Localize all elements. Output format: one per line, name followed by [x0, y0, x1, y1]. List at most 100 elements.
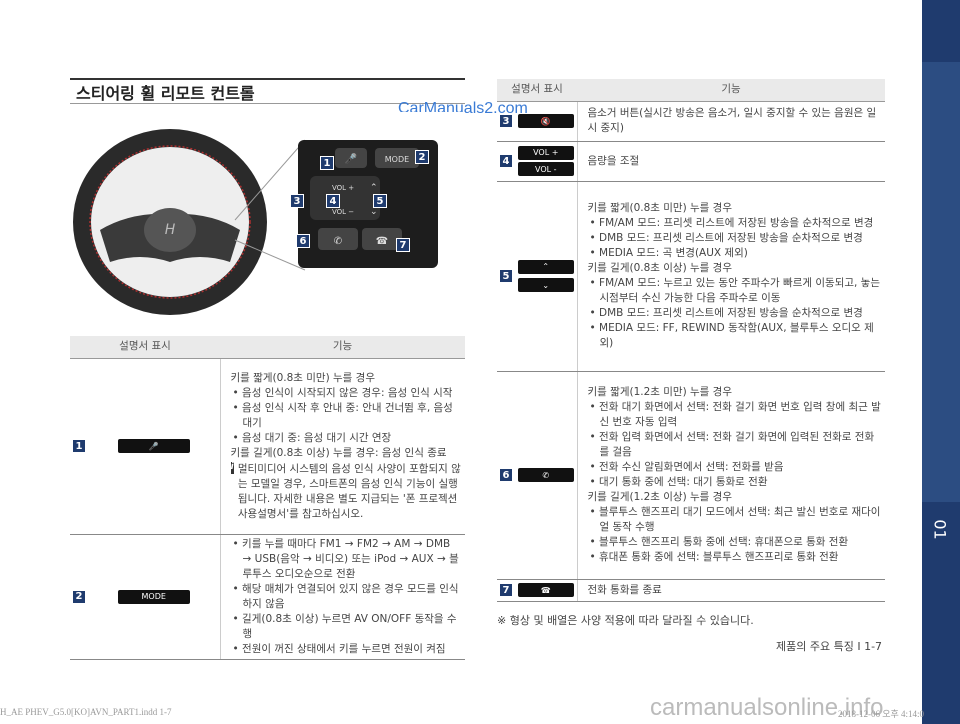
info-icon: i [230, 461, 234, 474]
row-key-cell: ⌃ ⌄ [515, 181, 578, 372]
desc-line: • 전원이 꺼진 상태에서 키를 누르면 전원이 켜짐 [232, 642, 446, 655]
print-file-info: H_AE PHEV_G5.0[KO]AVN_PART1.indd 1-7 [0, 707, 172, 717]
table-row: 7 ☎ 전화 통화를 종료 [497, 579, 885, 602]
side-tab-highlight [922, 62, 960, 502]
steering-wheel-illustration: H 🎤 MODE VOL + VOL − ⌃ ⌄ ✆ ☎ [73, 129, 438, 315]
header-col-function: 기능 [220, 336, 465, 359]
mode-key-label: MODE [117, 589, 190, 604]
callout-line-bottom [234, 239, 306, 271]
callout-5: 5 [373, 194, 387, 208]
row-description: 키를 짧게(0.8초 미만) 누를 경우 • FM/AM 모드: 프리셋 리스트… [577, 181, 885, 372]
row-key-cell: ✆ [515, 371, 578, 580]
desc-line: 키를 짧게(0.8초 미만) 누를 경우 [587, 202, 733, 214]
row-index-cell: 7 [497, 579, 515, 602]
row-number-badge: 5 [499, 269, 513, 283]
row-number-badge: 4 [499, 154, 513, 168]
vol-up-key-label: VOL + [517, 145, 574, 160]
callout-line-top [234, 139, 306, 221]
row-description: 전화 통화를 종료 [577, 579, 885, 602]
row-key-cell: ☎ [515, 579, 578, 602]
table-header-row: 설명서 표시 기능 [497, 79, 885, 102]
end-call-button-shape [362, 228, 402, 250]
row-index-cell: 6 [497, 371, 515, 580]
watermark-bottom: carmanualsonline.info [650, 694, 884, 721]
desc-line: • 전화 입력 화면에서 선택: 전화 걸기 화면에 입력된 전화로 전화를 걸… [589, 431, 875, 458]
svg-text:✆: ✆ [334, 236, 342, 247]
svg-text:⌄: ⌄ [370, 207, 378, 217]
desc-line: • 해당 매체가 연결되어 있지 않은 경우 모드를 인식하지 않음 [232, 582, 459, 610]
right-spec-table: 설명서 표시 기능 3 🔇 음소거 버튼(실시간 방송은 음소거, 일시 중지할… [497, 79, 885, 602]
row-description: • 키를 누를 때마다 FM1 → FM2 → AM → DMB → USB(음… [220, 534, 465, 660]
desc-line: 음소거 버튼(실시간 방송은 음소거, 일시 중지할 수 있는 음원은 일시 중… [587, 107, 877, 134]
row-number-badge: 7 [499, 583, 513, 597]
section-title-bar: 스티어링 휠 리모트 컨트롤 [70, 78, 465, 104]
desc-line: • MEDIA 모드: FF, REWIND 동작함(AUX, 블루투스 오디오… [589, 322, 874, 349]
chapter-number: 01 [930, 519, 950, 540]
row-index-cell: 2 [70, 534, 88, 660]
desc-line: • 길게(0.8초 이상) 누르면 AV ON/OFF 동작을 수행 [232, 612, 457, 640]
desc-line: 키를 길게(0.8초 이상) 누를 경우: 음성 인식 종료 [230, 446, 447, 459]
seek-up-key-icon: ⌃ [517, 259, 574, 274]
table-header-row: 설명서 표시 기능 [70, 336, 465, 359]
table-row: 6 ✆ 키를 짧게(1.2초 미만) 누를 경우 • 전화 대기 화면에서 선택… [497, 371, 885, 580]
row-index-cell: 3 [497, 101, 515, 142]
voice-key-icon: 🎤 [117, 439, 190, 453]
svg-text:H: H [165, 222, 176, 238]
steering-wheel-photo: H 🎤 MODE VOL + VOL − ⌃ ⌄ ✆ ☎ 1 2 3 4 5 6… [70, 112, 465, 334]
row-key-cell: 🔇 [515, 101, 578, 142]
desc-line: • DMB 모드: 프리셋 리스트에 저장된 방송을 순차적으로 변경 [589, 307, 863, 319]
header-col-label: 설명서 표시 [497, 79, 577, 102]
callout-6: 6 [296, 234, 310, 248]
row-description: 키를 짧게(0.8초 미만) 누를 경우 • 음성 인식이 시작되지 않은 경우… [220, 358, 465, 535]
mode-button-text: MODE [385, 155, 409, 164]
desc-line: • 키를 누를 때마다 FM1 → FM2 → AM → DMB → USB(음… [232, 537, 459, 580]
print-date-info: 2018-12-06 오후 4:14:0 [838, 709, 925, 719]
desc-line: • MEDIA 모드: 곡 변경(AUX 제외) [589, 247, 748, 259]
row-index-cell: 1 [70, 358, 88, 535]
footnote: ※ 형상 및 배열은 사양 적용에 따라 달라질 수 있습니다. [497, 614, 754, 627]
desc-line: • 음성 인식 시작 후 안내 중: 안내 건너뜀 후, 음성 대기 [232, 401, 453, 429]
callout-2: 2 [415, 150, 429, 164]
voice-button-shape [335, 148, 367, 168]
desc-line: • FM/AM 모드: 누르고 있는 동안 주파수가 빠르게 이동되고, 놓는 … [589, 277, 881, 304]
table-row: 4 VOL + VOL - 음량을 조절 [497, 141, 885, 182]
call-button-shape [318, 228, 358, 250]
vol-down-key-label: VOL - [517, 162, 574, 177]
callout-7: 7 [396, 238, 410, 252]
desc-line: • 음성 대기 중: 음성 대기 시간 연장 [232, 431, 392, 444]
volume-rocker-shape [310, 176, 380, 220]
callout-3: 3 [290, 194, 304, 208]
desc-line: • 음성 인식이 시작되지 않은 경우: 음성 인식 시작 [232, 386, 453, 399]
desc-line: 음량을 조절 [587, 154, 640, 167]
row-index-cell: 5 [497, 181, 515, 372]
call-key-icon: ✆ [517, 468, 574, 482]
desc-line: • 블루투스 핸즈프리 대기 모드에서 선택: 최근 발신 번호로 재다이얼 동… [589, 506, 881, 533]
row-key-cell: 🎤 [88, 358, 221, 535]
row-number-badge: 2 [72, 589, 86, 604]
svg-text:🎤: 🎤 [345, 152, 358, 165]
desc-line: • 전화 대기 화면에서 선택: 전화 걸기 화면 번호 입력 창에 최근 발신… [589, 401, 881, 428]
desc-line: • 대기 통화 중에 선택: 대기 통화로 전환 [589, 476, 768, 488]
mute-key-icon: 🔇 [517, 114, 574, 128]
wheel-rim [73, 129, 267, 315]
desc-line: • FM/AM 모드: 프리셋 리스트에 저장된 방송을 순차적으로 변경 [589, 217, 874, 229]
row-number-badge: 3 [499, 114, 513, 128]
svg-text:⌃: ⌃ [370, 183, 378, 193]
vol-plus-text: VOL + [332, 184, 354, 192]
mode-button-shape [375, 148, 419, 168]
row-description: 키를 짧게(1.2초 미만) 누를 경우 • 전화 대기 화면에서 선택: 전화… [577, 371, 885, 580]
desc-line: 키를 짧게(0.8초 미만) 누를 경우 [230, 371, 376, 384]
row-description: 음소거 버튼(실시간 방송은 음소거, 일시 중지할 수 있는 음원은 일시 중… [577, 101, 885, 142]
table-row: 2 MODE • 키를 누를 때마다 FM1 → FM2 → AM → DMB … [70, 534, 465, 660]
end-call-key-icon: ☎ [517, 583, 574, 597]
table-row: 5 ⌃ ⌄ 키를 짧게(0.8초 미만) 누를 경우 • FM/AM 모드: 프… [497, 181, 885, 372]
table-row: 1 🎤 키를 짧게(0.8초 미만) 누를 경우 • 음성 인식이 시작되지 않… [70, 358, 465, 535]
header-col-label: 설명서 표시 [70, 336, 220, 359]
desc-line: 키를 길게(1.2초 이상) 누를 경우 [587, 491, 733, 503]
svg-text:☎: ☎ [376, 236, 388, 247]
desc-line: • 휴대폰 통화 중에 선택: 블루투스 핸즈프리로 통화 전환 [589, 551, 839, 563]
header-col-function: 기능 [577, 79, 885, 102]
desc-line: • 전화 수신 알림화면에서 선택: 전화를 받음 [589, 461, 784, 473]
row-index-cell: 4 [497, 141, 515, 182]
